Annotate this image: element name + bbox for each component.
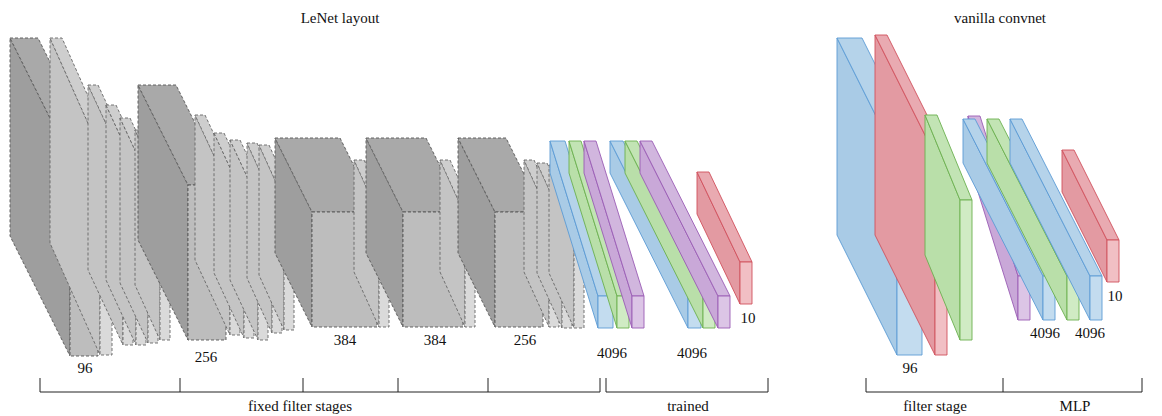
slab-face bbox=[1062, 150, 1119, 240]
group-brackets bbox=[40, 378, 1142, 392]
bracket-label: trained bbox=[667, 399, 709, 414]
title-text: vanilla convnet bbox=[954, 11, 1046, 26]
bracket-right bbox=[866, 378, 1142, 392]
slab-face bbox=[960, 200, 972, 340]
layer-size: 4096 bbox=[1075, 326, 1105, 341]
layer-size: 4096 bbox=[677, 346, 707, 361]
bracket-trained bbox=[606, 378, 768, 392]
slab-face bbox=[718, 296, 730, 328]
layer-size: 4096 bbox=[597, 346, 627, 361]
title-text: LeNet layout bbox=[301, 11, 380, 26]
slab-face bbox=[697, 172, 752, 262]
bracket-label: filter stage bbox=[903, 399, 967, 414]
slab-face bbox=[1107, 240, 1119, 282]
layer-size: 10 bbox=[1108, 289, 1123, 304]
layer-size: 384 bbox=[334, 333, 357, 348]
layer-slabs bbox=[10, 35, 1119, 356]
slab-face bbox=[740, 262, 752, 304]
layer-size: 256 bbox=[195, 350, 218, 365]
slab-face bbox=[1090, 276, 1102, 320]
bracket-fixed bbox=[40, 378, 600, 392]
slab-face bbox=[632, 296, 644, 328]
layer-size: 256 bbox=[514, 333, 537, 348]
layer-size: 96 bbox=[78, 361, 93, 376]
layer-size: 384 bbox=[424, 333, 447, 348]
layer-size: 96 bbox=[903, 361, 918, 376]
layer-size: 4096 bbox=[1030, 326, 1060, 341]
layer-size: 10 bbox=[741, 311, 756, 326]
bracket-label: fixed filter stages bbox=[248, 399, 352, 414]
bracket-label: MLP bbox=[1060, 399, 1091, 414]
